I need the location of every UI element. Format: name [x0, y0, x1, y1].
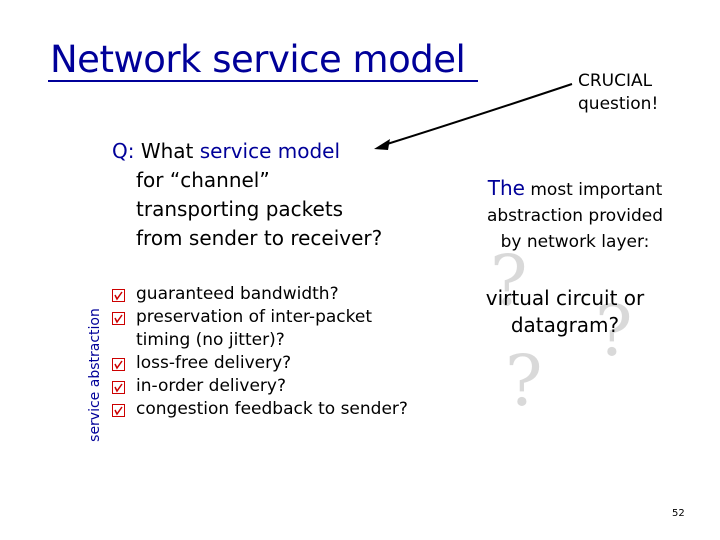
question-block: Q: What service model for “channel” tran…	[112, 137, 392, 253]
list-item: preservation of inter-packet timing (no …	[112, 306, 412, 352]
question-rest: for “channel” transporting packets from …	[136, 168, 383, 250]
question-service-model: service model	[199, 139, 341, 163]
bullet-text: congestion feedback to sender?	[136, 399, 408, 419]
answer-line-2: abstraction provided	[486, 206, 664, 226]
answer-line-3: by network layer:	[500, 232, 650, 252]
question-mark-icon: ?	[490, 240, 528, 322]
red-checkbox-icon	[112, 312, 125, 325]
answer-line-1: The most important	[455, 175, 695, 203]
bullet-text: loss-free delivery?	[136, 353, 292, 373]
answer-the: The	[487, 176, 525, 200]
red-checkbox-icon	[112, 381, 125, 394]
title-underline	[48, 80, 478, 82]
answer-options: virtual circuit or datagram?	[485, 286, 645, 337]
bullet-text: guaranteed bandwidth?	[136, 284, 339, 304]
bullet-text: in-order delivery?	[136, 376, 286, 396]
slide-title: Network service model	[50, 38, 466, 81]
question-line-1: Q: What service model	[112, 137, 392, 166]
bullet-list: guaranteed bandwidth? preservation of in…	[112, 283, 412, 421]
list-item: congestion feedback to sender?	[112, 398, 412, 421]
question-mark-icon: ?	[595, 290, 633, 372]
page-number: 52	[672, 508, 685, 519]
question-what: What	[140, 139, 200, 163]
red-checkbox-icon	[112, 358, 125, 371]
list-item: in-order delivery?	[112, 375, 412, 398]
list-item: loss-free delivery?	[112, 352, 412, 375]
red-checkbox-icon	[112, 289, 125, 302]
answer-block: The most important abstraction provided …	[455, 175, 695, 255]
crucial-note: CRUCIAL question!	[578, 71, 659, 114]
bullet-text: preservation of inter-packet timing (no …	[136, 307, 372, 350]
red-checkbox-icon	[112, 404, 125, 417]
list-item: guaranteed bandwidth?	[112, 283, 412, 306]
question-mark-icon: ?	[505, 340, 543, 422]
service-abstraction-label: service abstraction	[87, 308, 103, 442]
answer-most-important: most important	[524, 180, 663, 200]
question-prefix: Q:	[112, 139, 135, 163]
